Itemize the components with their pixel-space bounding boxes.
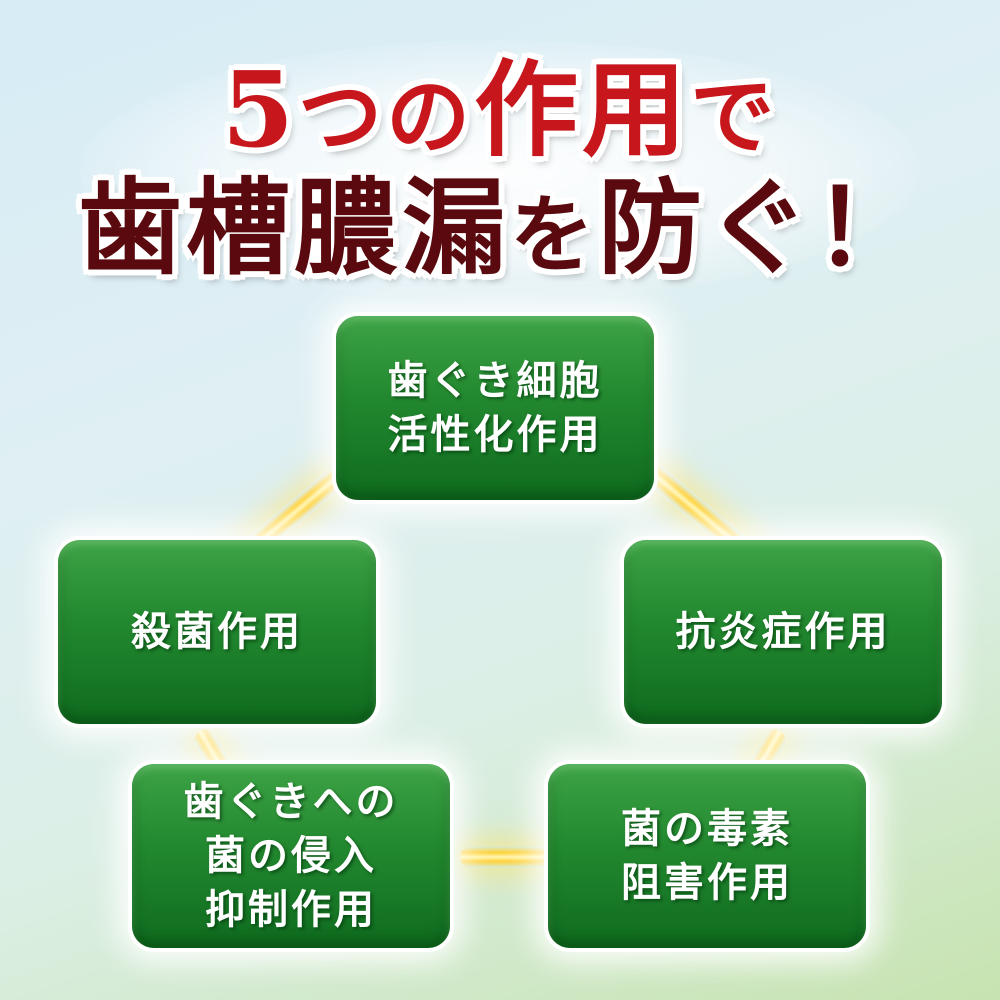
connector-bottom	[460, 846, 555, 868]
box-gum-cell-line-2: 活性化作用	[387, 412, 603, 458]
box-invasion-line-3: 抑制作用	[205, 887, 377, 933]
headline-prevent: 防ぐ！	[598, 166, 923, 289]
headline-line-1: 5つの作用で	[0, 50, 1000, 177]
headline-particle-wo: を	[509, 185, 598, 284]
box-sterilization-line-1: 殺菌作用	[131, 609, 303, 655]
box-gum-cell-activation: 歯ぐき細胞 活性化作用	[336, 316, 654, 500]
headline-particle-de: で	[690, 67, 779, 166]
headline-action: 作用	[474, 48, 691, 171]
box-toxin-line-1: 菌の毒素	[621, 806, 793, 852]
headline-glow	[80, 40, 920, 300]
headline-number: 5	[221, 48, 299, 171]
headline-particle: つの	[298, 67, 475, 166]
box-anti-inflammatory: 抗炎症作用	[624, 540, 942, 724]
headline-disease: 歯槽膿漏	[77, 166, 510, 289]
box-invasion-line-2: 菌の侵入	[205, 833, 377, 879]
box-sterilization: 殺菌作用	[58, 540, 376, 724]
box-invasion-line-1: 歯ぐきへの	[183, 779, 399, 825]
headline-line-2: 歯槽膿漏を防ぐ！	[0, 168, 1000, 295]
box-gum-cell-line-1: 歯ぐき細胞	[387, 358, 603, 404]
box-toxin-line-2: 阻害作用	[621, 860, 793, 906]
box-invasion-suppression: 歯ぐきへの 菌の侵入 抑制作用	[132, 764, 450, 948]
box-toxin-inhibition: 菌の毒素 阻害作用	[548, 764, 866, 948]
box-anti-inflammatory-line-1: 抗炎症作用	[675, 609, 891, 655]
